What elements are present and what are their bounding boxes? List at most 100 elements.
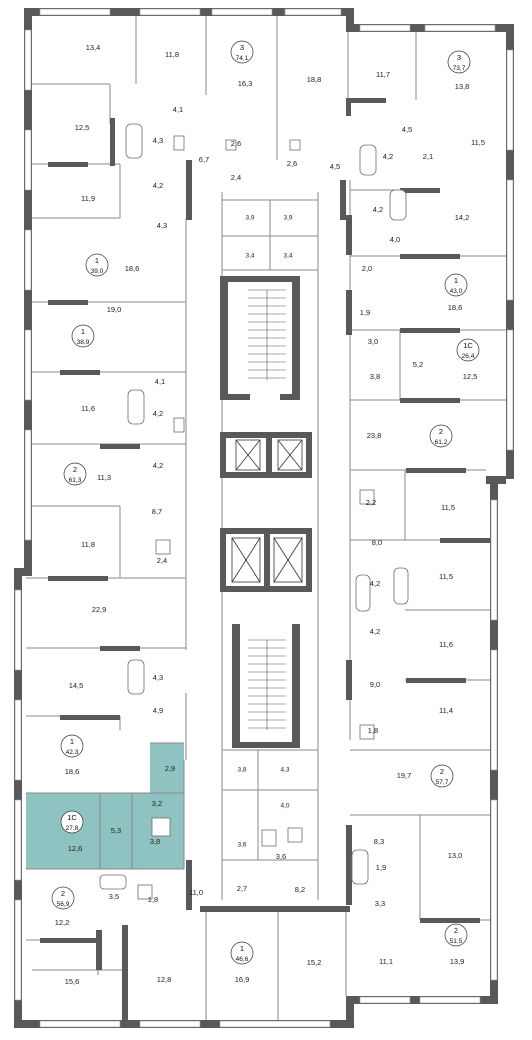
apartment-badge[interactable]: 1 46,6 (230, 941, 254, 965)
outer-walls (14, 8, 514, 1028)
apartment-area: 43,0 (450, 288, 463, 295)
room-area-r48: 11,8 (81, 540, 95, 549)
room-area-r49: 2,4 (157, 556, 167, 565)
room-area-r11: 2,6 (231, 139, 241, 148)
room-area-r20: 11,9 (81, 194, 95, 203)
room-area-r32: 1,9 (360, 308, 370, 317)
room-area-r10: 6,7 (199, 155, 209, 164)
room-area-r35: 5,2 (413, 360, 423, 369)
apartment-badge[interactable]: 1 39,0 (85, 253, 109, 277)
room-area-r15: 11,5 (471, 138, 485, 147)
apartment-area: 73,7 (453, 65, 466, 72)
apartment-badge[interactable]: 2 51,5 (444, 923, 468, 947)
room-area-r62: 2,9 (165, 764, 175, 773)
room-area-r52: 22,9 (92, 605, 107, 614)
room-area-r47: 8,0 (372, 538, 382, 547)
room-area-r67: 4,0 (280, 803, 289, 810)
room-area-r70: 12,6 (68, 844, 83, 853)
apartment-type: 1 (81, 327, 85, 336)
room-area-r74: 1,9 (376, 863, 386, 872)
room-area-r57: 9,0 (370, 680, 380, 689)
room-area-r60: 1,8 (368, 726, 378, 735)
room-area-r08: 12,5 (75, 123, 90, 132)
room-area-r41: 23,8 (367, 431, 382, 440)
room-area-r30: 18,6 (125, 264, 140, 273)
apartment-badge[interactable]: 1 43,0 (444, 273, 468, 297)
apartment-badge[interactable]: 2 61,3 (63, 462, 87, 486)
room-area-r24: 14,2 (455, 213, 470, 222)
room-area-r56: 4,3 (153, 673, 163, 682)
apartment-area: 57,7 (436, 779, 449, 786)
room-area-r84: 12,8 (157, 975, 172, 984)
apartment-type: 1 (454, 276, 458, 285)
apartment-type: 2 (439, 427, 443, 436)
room-area-r01: 13,4 (86, 43, 101, 52)
apartment-badge[interactable]: 2 61,2 (429, 424, 453, 448)
room-area-r51: 4,2 (370, 579, 380, 588)
apartment-area: 42,3 (66, 749, 79, 756)
apartment-area: 39,0 (91, 268, 104, 275)
room-labels: 13,4 11,8 16,3 18,8 11,7 13,8 4,1 12,5 4… (55, 43, 485, 986)
room-area-r79: 3,3 (375, 899, 385, 908)
apartment-badge[interactable]: 3 73,7 (447, 50, 471, 74)
apartment-badge[interactable]: 1 38,9 (71, 324, 95, 348)
apartment-area: 56,9 (57, 901, 70, 908)
room-area-r13: 4,5 (402, 125, 412, 134)
room-area-r19: 4,2 (153, 181, 163, 190)
room-area-r46: 8,7 (152, 507, 162, 516)
apartment-area: 74,1 (236, 55, 249, 62)
room-area-r64: 4,3 (280, 767, 289, 774)
apartment-type: 1С (463, 341, 473, 350)
bathroom-fixtures (99, 123, 409, 900)
room-area-r26: 4,0 (390, 235, 400, 244)
room-area-r63: 3,8 (237, 767, 246, 774)
room-area-r54: 11,6 (439, 640, 453, 649)
room-area-r39: 11,6 (81, 404, 95, 413)
room-area-r36: 3,8 (370, 372, 380, 381)
apartment-type: 2 (440, 767, 444, 776)
room-area-r37: 12,5 (463, 372, 478, 381)
apartment-type: 1С (67, 813, 77, 822)
apartment-type: 1 (240, 944, 244, 953)
room-area-r86: 15,2 (307, 958, 322, 967)
room-area-r45: 11,5 (441, 503, 455, 512)
room-area-r06: 13,8 (455, 82, 470, 91)
room-area-r38: 4,1 (155, 377, 165, 386)
room-area-r81: 2,7 (237, 884, 247, 893)
room-area-r83: 15,6 (65, 977, 80, 986)
apartment-area: 27,8 (66, 825, 79, 832)
room-area-r22: 3,9 (283, 215, 292, 222)
room-area-r42: 4,2 (153, 461, 163, 470)
room-area-r12: 2,6 (287, 159, 297, 168)
room-area-r80: 12,2 (55, 918, 70, 927)
room-area-r16: 4,2 (383, 152, 393, 161)
room-area-r09: 4,3 (153, 136, 163, 145)
room-area-r21: 3,9 (245, 215, 254, 222)
room-area-r82: 8,2 (295, 885, 305, 894)
apartment-badge[interactable]: 3 74,1 (230, 40, 254, 64)
room-area-r34: 3,0 (368, 337, 378, 346)
apartment-badge[interactable]: 1 42,3 (60, 734, 84, 758)
room-area-r75: 13,0 (448, 851, 463, 860)
room-area-r69: 8,3 (374, 837, 384, 846)
apartment-area: 61,3 (69, 477, 82, 484)
room-area-r71: 3,8 (150, 837, 160, 846)
apartment-area: 38,9 (77, 339, 90, 346)
windows (14, 8, 514, 1028)
room-area-r53: 4,2 (370, 627, 380, 636)
apartment-badge[interactable]: 2 56,9 (51, 886, 75, 910)
apartment-badge-highlighted[interactable]: 1С 27,8 (60, 810, 84, 834)
room-area-r17: 2,1 (423, 152, 433, 161)
room-area-r58: 11,4 (439, 706, 453, 715)
room-area-r29: 2,0 (362, 264, 372, 273)
room-area-r28: 3,4 (283, 253, 292, 260)
apartment-badges: 3 74,1 3 73,7 1 39,0 1 43,0 1 38,9 1С 26… (51, 40, 480, 965)
room-area-r27: 3,4 (245, 253, 254, 260)
room-area-r03: 16,3 (238, 79, 253, 88)
apartment-type: 3 (457, 53, 461, 62)
room-area-r68: 5,3 (111, 826, 121, 835)
room-area-r85: 16,9 (235, 975, 250, 984)
apartment-badge[interactable]: 1С 26,4 (456, 338, 480, 362)
apartment-badge[interactable]: 2 57,7 (430, 764, 454, 788)
room-area-r77: 1,8 (148, 895, 158, 904)
